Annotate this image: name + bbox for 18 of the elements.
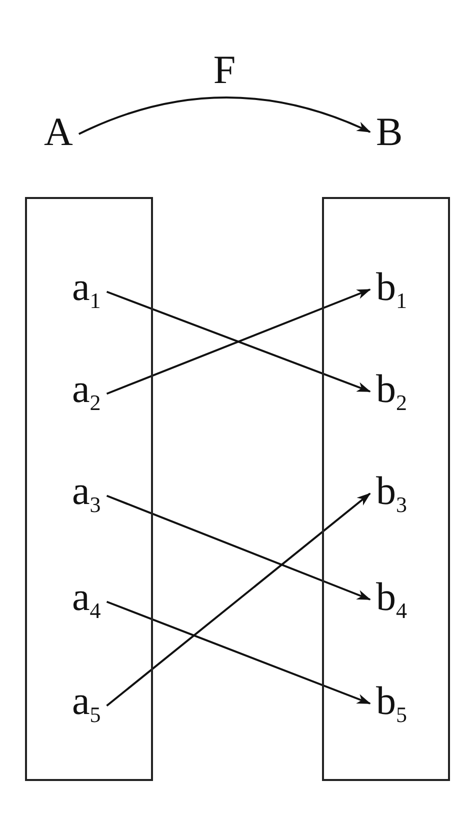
curved-arrow: [78, 96, 371, 135]
set-element-label: b$_{1}$: [376, 267, 407, 312]
set-element-label: a$_{3}$: [72, 471, 101, 516]
set-element-label: a$_{2}$: [72, 369, 101, 414]
set-element-label: b$_{3}$: [376, 471, 407, 516]
set-element-label: a$_{1}$: [72, 267, 101, 312]
set-element-label: b$_{2}$: [376, 369, 407, 414]
set-element-label: a$_{5}$: [72, 681, 101, 726]
set-element-label: A: [44, 112, 73, 152]
rectangle-frame: [322, 197, 450, 781]
arrow: [106, 494, 371, 600]
arrow: [106, 492, 371, 707]
set-element-label: b$_{4}$: [376, 577, 407, 622]
rectangle-frame: [25, 197, 153, 781]
set-element-label: B: [376, 112, 403, 152]
set-element-label: a$_{4}$: [72, 577, 101, 622]
arrow: [106, 600, 371, 704]
set-element-label: b$_{5}$: [376, 681, 407, 726]
